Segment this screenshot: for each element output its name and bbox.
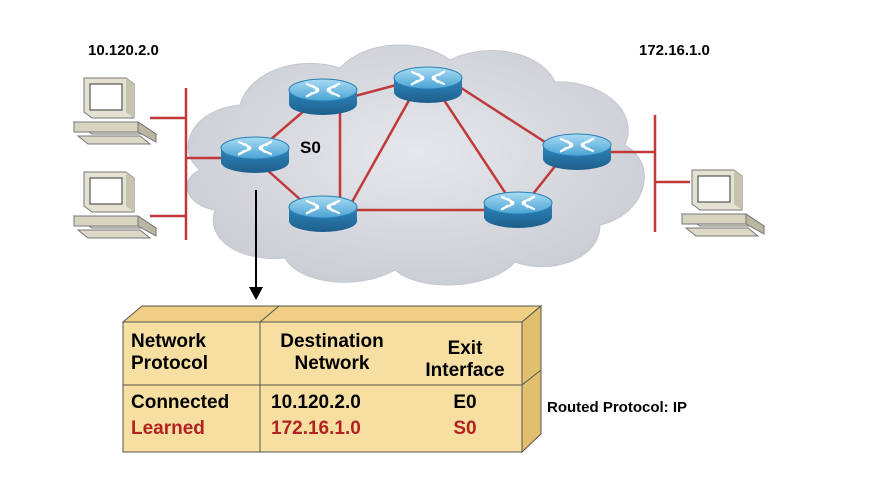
header-network-protocol: Network Protocol	[131, 331, 208, 375]
right-lan-segment	[610, 115, 690, 232]
wan-links	[255, 82, 561, 212]
header-destination-line2: Network	[294, 353, 370, 374]
left-lan-segment	[150, 88, 222, 240]
desktop-computer-icon	[73, 77, 157, 145]
router-icon	[219, 135, 291, 175]
left-network-label: 10.120.2.0	[88, 42, 159, 59]
desktop-computer-icon	[681, 169, 765, 237]
header-exit-interface: Exit Interface	[408, 338, 522, 382]
router-icon	[482, 190, 554, 230]
right-network-label: 172.16.1.0	[639, 42, 710, 59]
router-icon	[287, 194, 359, 234]
routed-protocol-note: Routed Protocol: IP	[547, 399, 687, 416]
header-protocol-line1: Network	[131, 331, 206, 352]
header-interface-line1: Exit	[447, 338, 483, 359]
down-arrow-icon	[249, 190, 263, 300]
row-connected-destination: 10.120.2.0	[271, 392, 361, 413]
row-connected-protocol: Connected	[131, 392, 230, 413]
router-port-label: S0	[300, 138, 321, 157]
row-learned-protocol: Learned	[131, 418, 205, 439]
router-icon	[287, 77, 359, 117]
header-destination-network: Destination Network	[262, 331, 402, 375]
routing-table-box	[121, 304, 543, 454]
header-interface-line2: Interface	[425, 360, 505, 381]
row-learned-interface: S0	[453, 418, 477, 439]
router-icon	[392, 65, 464, 105]
desktop-computer-icon	[73, 171, 157, 239]
row-learned-destination: 172.16.1.0	[271, 418, 361, 439]
router-icon	[541, 132, 613, 172]
row-connected-interface: E0	[453, 392, 477, 413]
header-protocol-line2: Protocol	[131, 353, 209, 374]
header-destination-line1: Destination	[280, 331, 384, 352]
